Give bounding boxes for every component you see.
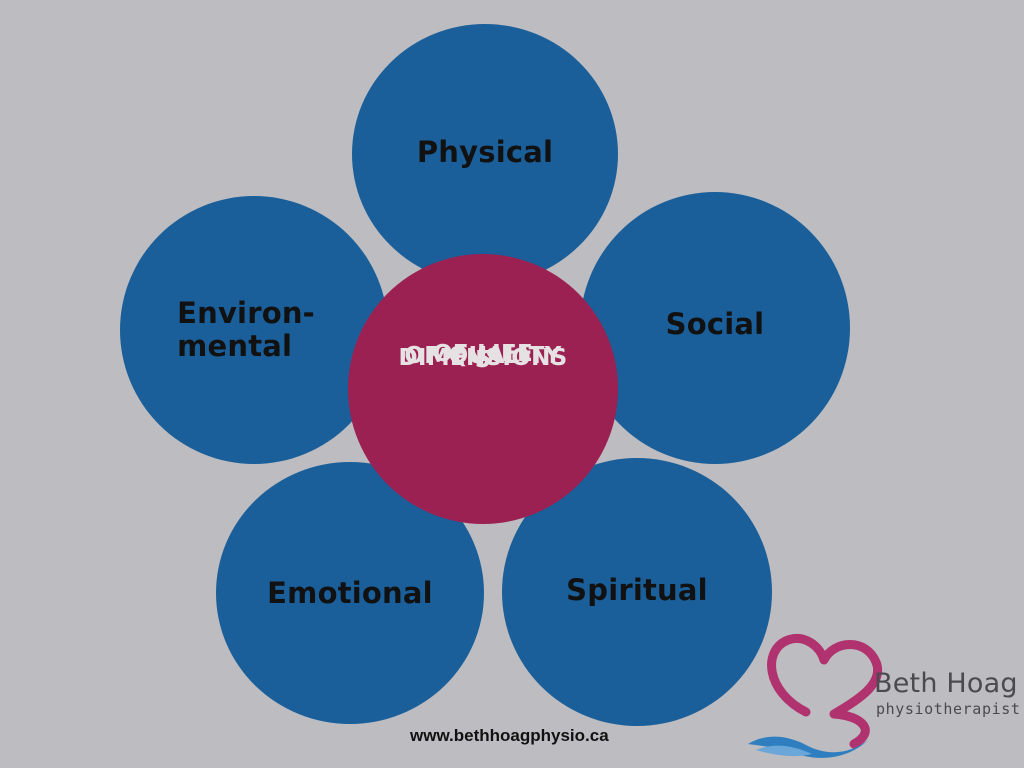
center-circle: 5 DIMENSIONS OF QUALITY OF LIFE — [348, 254, 618, 524]
physical-label: Physical — [416, 135, 554, 169]
social-label: Social — [665, 307, 765, 341]
logo-heart-stroke — [767, 634, 883, 749]
social-circle: Social — [580, 192, 850, 464]
emotional-label: Emotional — [267, 576, 433, 610]
center-title-line-1: 5 — [474, 347, 492, 373]
logo-subtitle: physiotherapist — [876, 700, 1021, 718]
website-url: www.bethhoagphysio.ca — [410, 726, 609, 745]
logo-hand-wave-light — [756, 745, 812, 757]
environmental-circle: Environ- mental — [120, 196, 388, 464]
logo-hand-wave — [748, 736, 868, 758]
physical-circle: Physical — [352, 24, 618, 284]
center-title-line-3: OF QUALITY — [404, 342, 562, 369]
environmental-label-line-1: Environ- — [177, 296, 315, 331]
beth-hoag-logo-icon — [748, 634, 883, 758]
environmental-label: Environ- mental — [177, 297, 315, 363]
environmental-label-line-2: mental — [177, 329, 293, 363]
center-title-line-2: DIMENSIONS — [398, 344, 568, 371]
logo-name: Beth Hoag — [874, 668, 1018, 699]
center-title-line-4: OF LIFE — [432, 340, 533, 367]
spiritual-label: Spiritual — [566, 573, 708, 607]
